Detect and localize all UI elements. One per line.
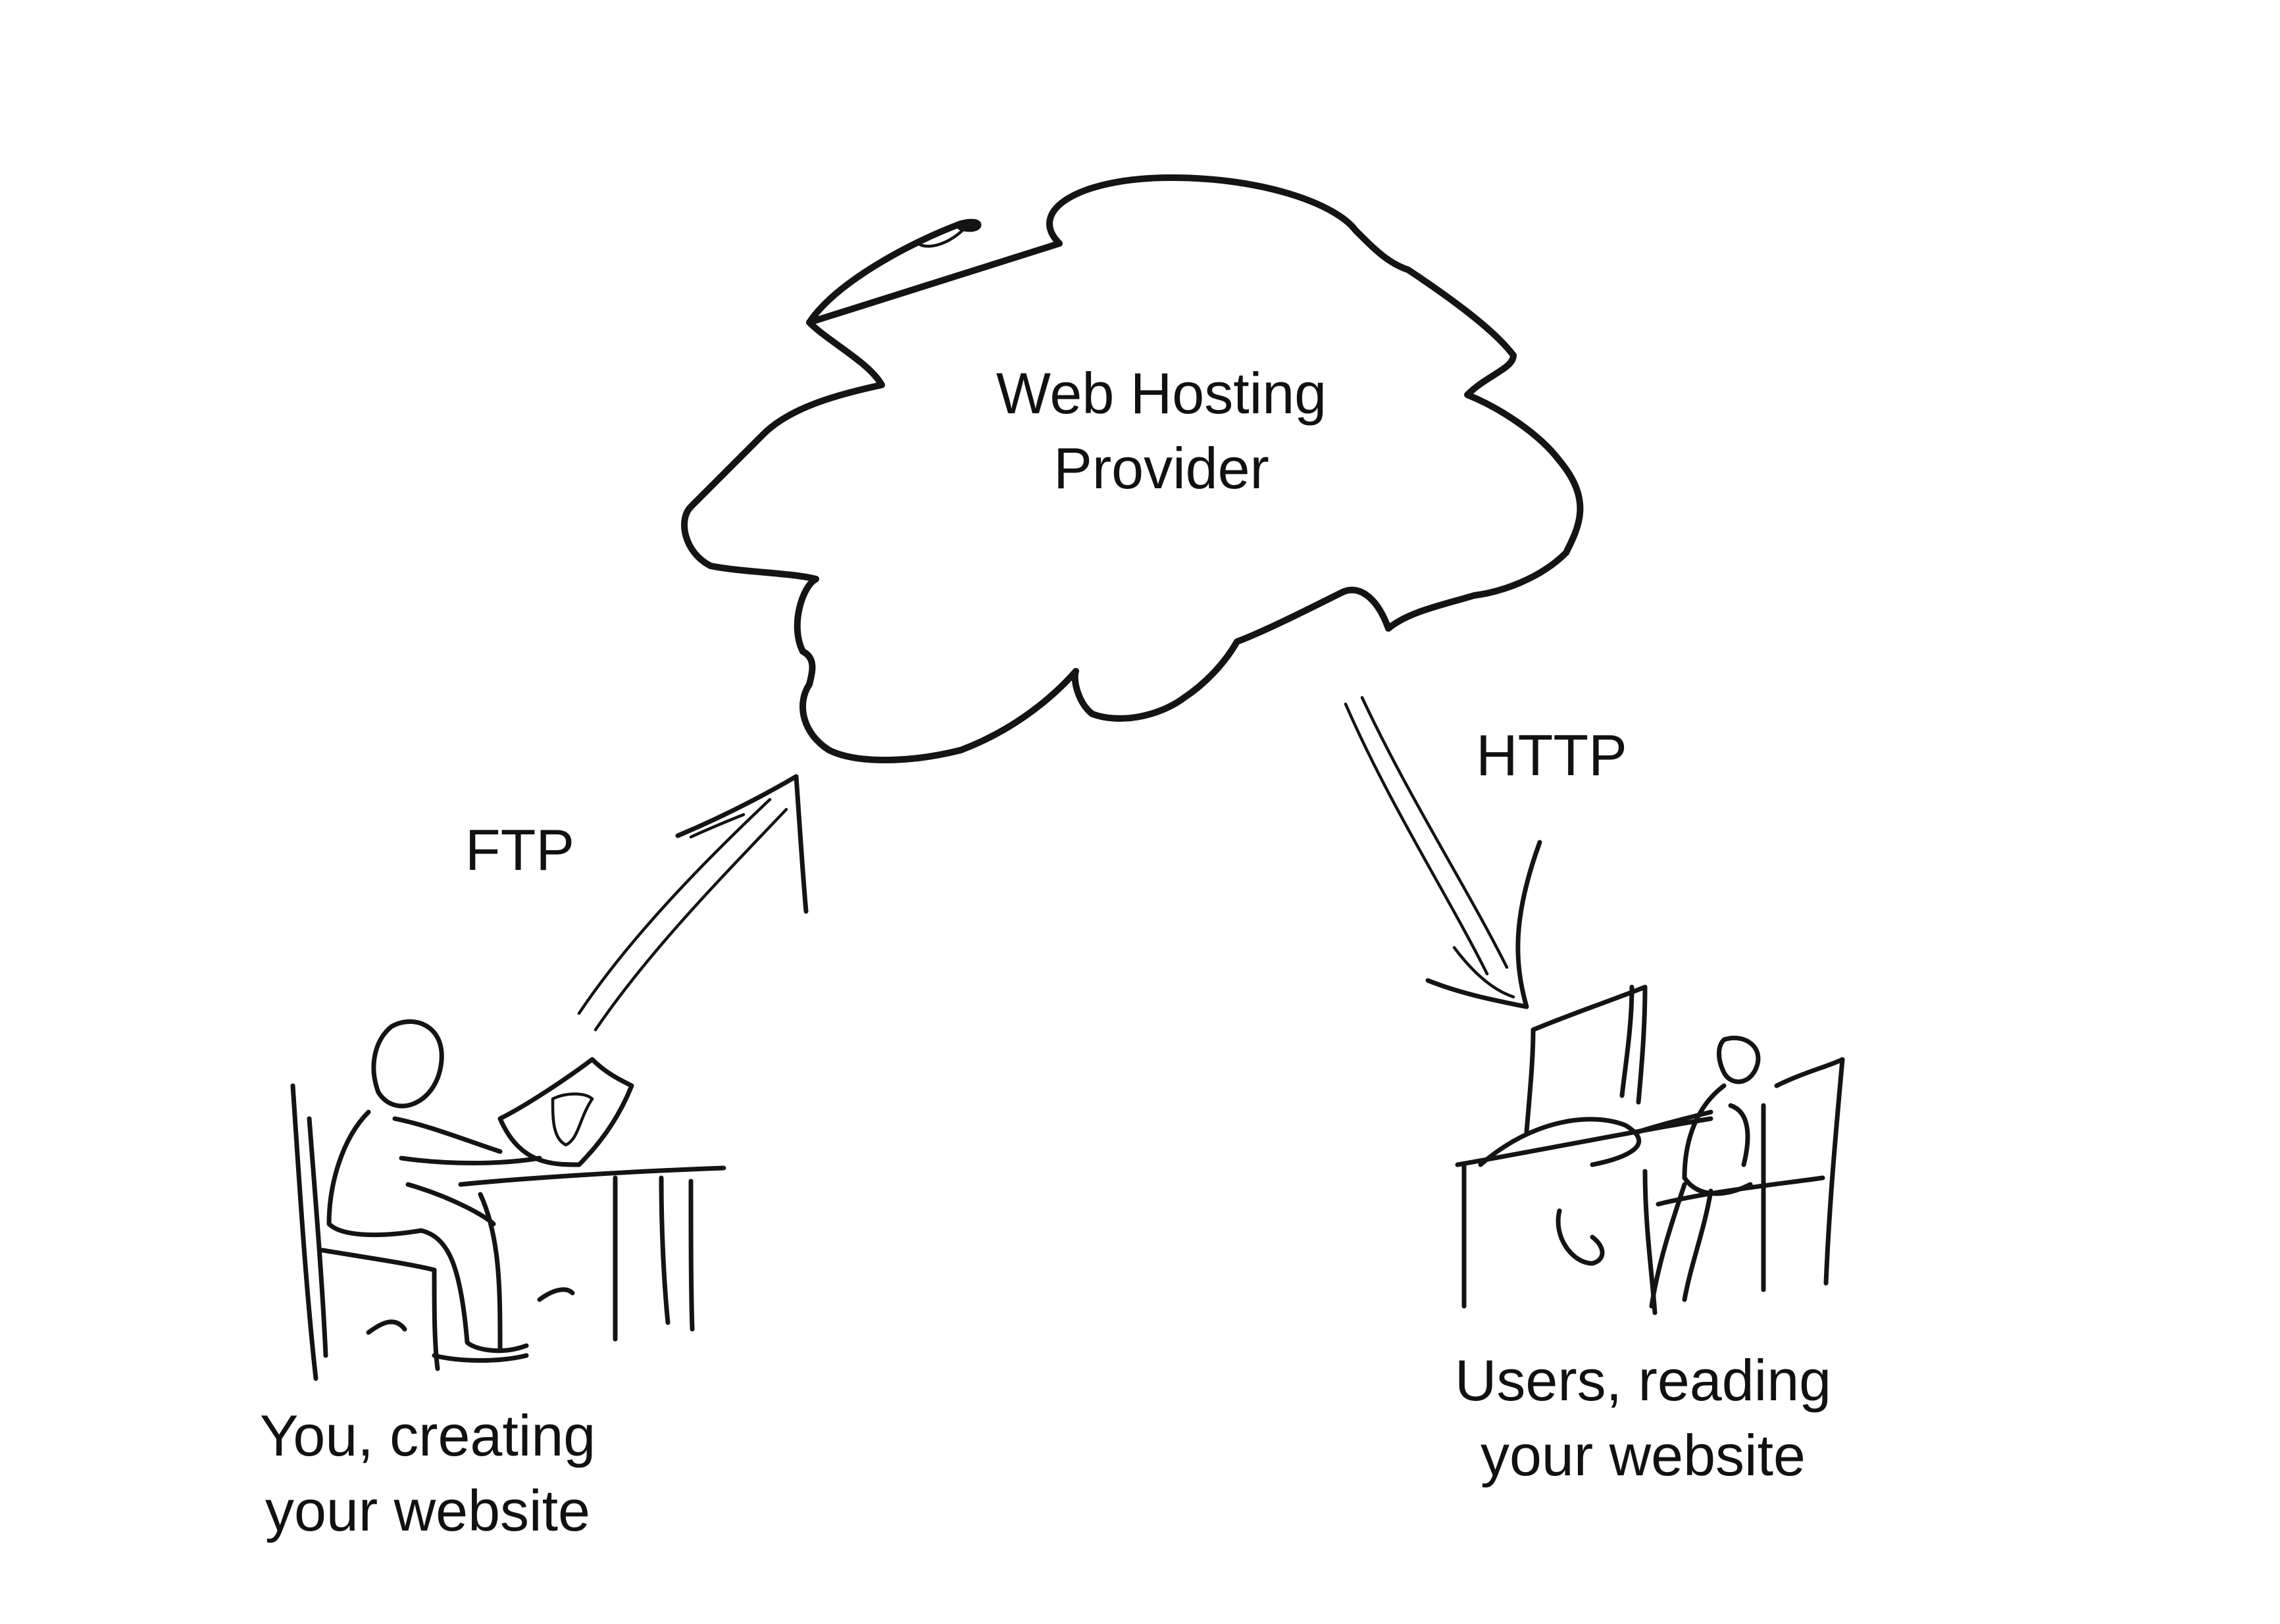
download-protocol-label: HTTP	[1476, 723, 1627, 788]
creator-label-line2: your website	[265, 1478, 590, 1543]
cloud-shape	[681, 174, 1584, 763]
readers-label-line1: Users, reading	[1455, 1348, 1831, 1413]
cloud-label-line1: Web Hosting	[996, 361, 1327, 426]
creator-label-line1: You, creating	[260, 1403, 595, 1468]
creator-figure	[290, 1019, 726, 1381]
diagram-labels: Web Hosting Provider FTP HTTP You, creat…	[260, 361, 1831, 1543]
readers-label-line2: your website	[1481, 1423, 1806, 1488]
cloud-label-line2: Provider	[1053, 436, 1269, 501]
readers-figure	[1455, 984, 1845, 1315]
upload-arrow	[577, 774, 809, 1032]
upload-protocol-label: FTP	[465, 817, 574, 882]
download-arrow	[1344, 696, 1542, 1009]
